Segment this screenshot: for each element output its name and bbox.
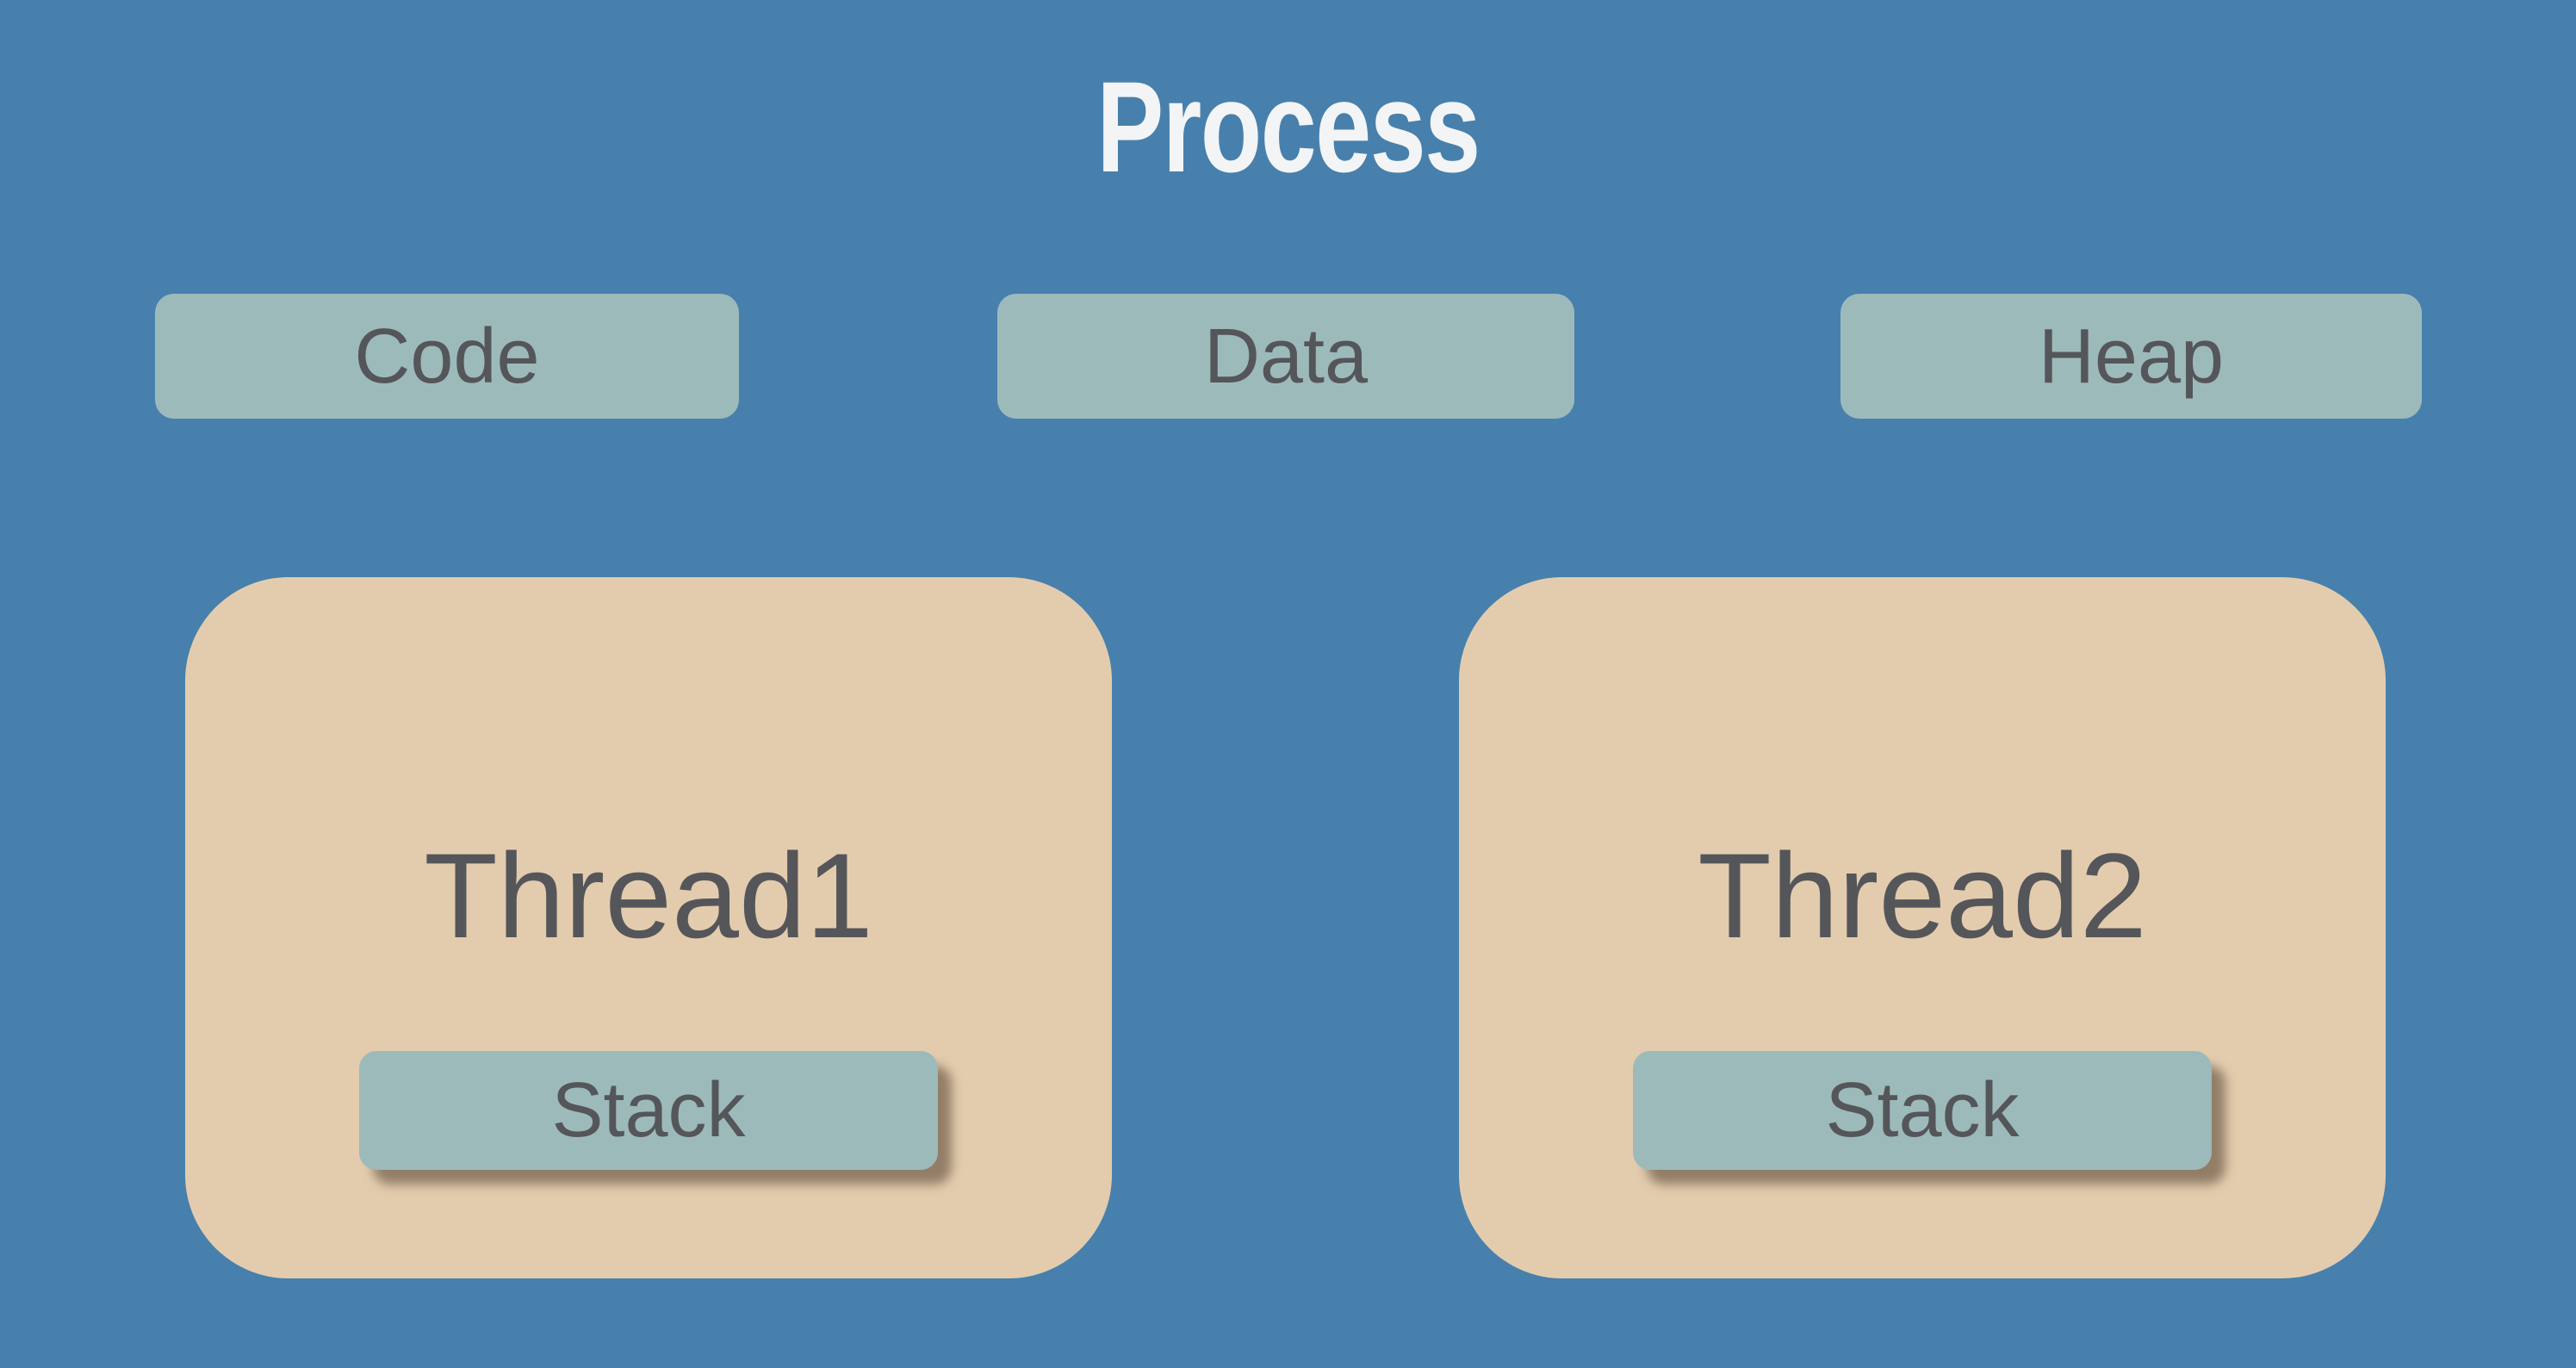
thread-panel-2: Thread2 Stack	[1459, 577, 2386, 1278]
memory-segment-box-heap: Heap	[1840, 294, 2422, 419]
memory-segment-box-code: Code	[155, 294, 739, 419]
thread-panel-1: Thread1 Stack	[185, 577, 1112, 1278]
process-title: Process	[1096, 54, 1480, 199]
memory-segment-label: Data	[1203, 313, 1369, 400]
stack-label: Stack	[1825, 1067, 2020, 1153]
thread2-stack-box: Stack	[1633, 1051, 2212, 1170]
thread-label: Thread1	[424, 828, 873, 963]
memory-segment-label: Heap	[2038, 313, 2225, 400]
thread-label: Thread2	[1698, 828, 2147, 963]
memory-segment-box-data: Data	[997, 294, 1574, 419]
stack-label: Stack	[551, 1067, 746, 1153]
memory-segment-label: Code	[354, 313, 540, 400]
thread1-stack-box: Stack	[359, 1051, 938, 1170]
